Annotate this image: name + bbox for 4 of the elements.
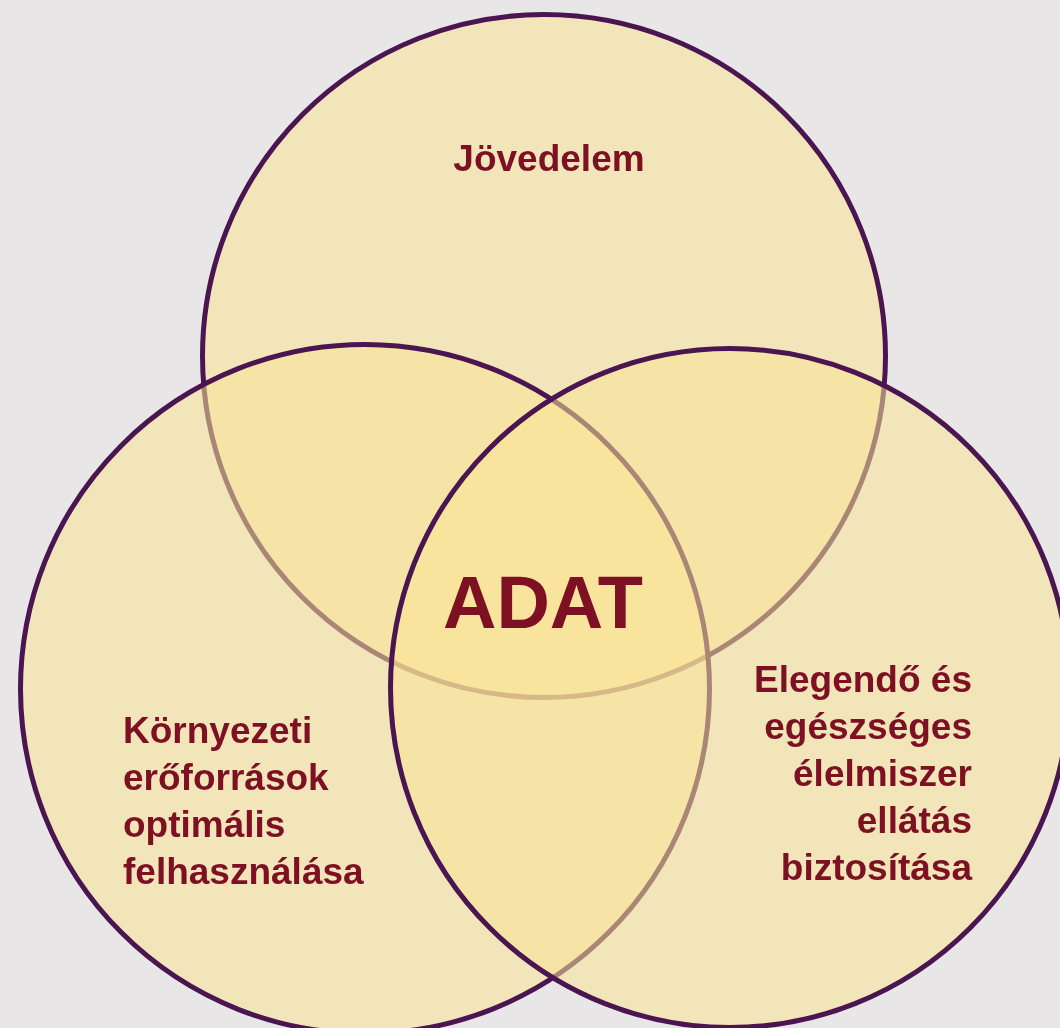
center-label: ADAT [442,560,644,645]
circle-label: Jövedelem [452,137,646,181]
circle-label: Környezeti erőforrások optimális felhasználása [123,709,365,894]
circle-label: Elegendő és egészséges élelmiszer ellátás biztosítása [753,658,972,890]
